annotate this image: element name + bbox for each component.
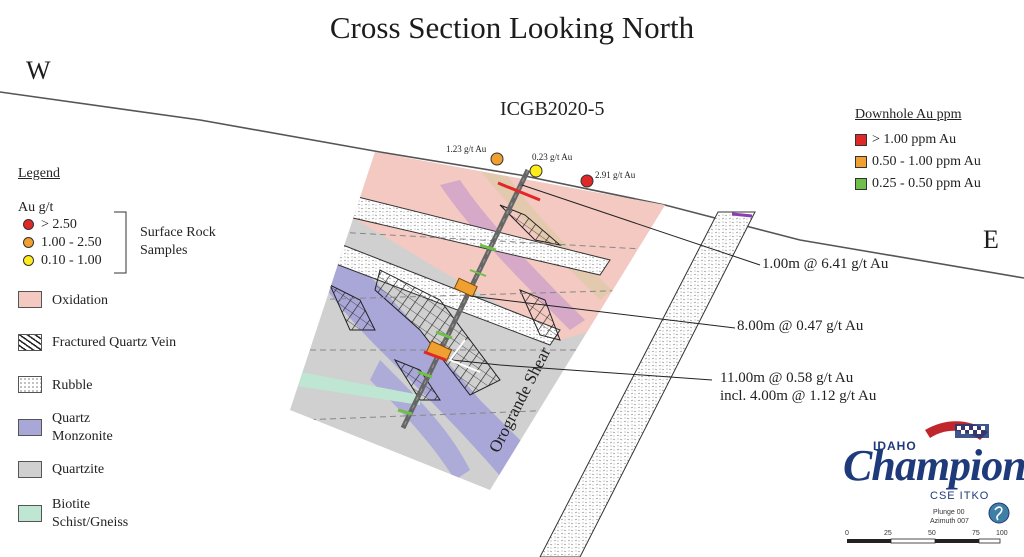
unit-label: Schist/Gneiss [52,515,129,530]
unit-label: Quartzite [52,462,105,477]
downhole-legend-heading: Downhole Au ppm [855,107,962,122]
biotite-schist-unit [290,370,420,405]
surface-sample-label: 0.23 g/t Au [532,152,573,162]
logo-text-main: Champion [843,441,1024,490]
unit-label: Biotite [52,497,91,512]
biotite-schist-swatch [18,505,42,522]
quartz-vein-swatch [18,334,42,351]
logo-text-sub: CSE ITKO [930,490,990,502]
intercept-callout: 8.00m @ 0.47 g/t Au [737,318,864,334]
rubble-swatch [18,376,42,393]
unit-label: Rubble [52,378,93,393]
surface-sample-dot [529,164,543,178]
au-class-label: 0.10 - 1.00 [41,253,102,268]
quartz-monzonite-swatch [18,419,42,436]
compass-icon [988,502,1010,524]
downhole-legend-label: > 1.00 ppm Au [872,132,957,147]
downhole-swatch [855,156,867,168]
scale-bar [847,538,1001,544]
oxidation-swatch [18,291,42,308]
au-class-dot [23,237,34,248]
topography-line [0,91,1024,279]
au-class-label: > 2.50 [41,217,77,232]
downhole-legend-label: 0.25 - 0.50 ppm Au [872,176,981,191]
unit-label: Fractured Quartz Vein [52,335,177,350]
intercept-callout: 11.00m @ 0.58 g/t Au [720,370,854,386]
au-legend-heading: Au g/t [18,200,54,215]
plunge-label: Plunge 00 [933,509,965,516]
intercept-callout-sub: incl. 4.00m @ 1.12 g/t Au [720,388,877,404]
drill-hole-name: ICGB2020-5 [500,98,605,120]
surface-samples-label: Surface Rock [140,225,216,240]
au-class-label: 1.00 - 2.50 [41,235,102,250]
scale-tick-label: 100 [996,530,1008,537]
section-title: Cross Section Looking North [329,10,695,45]
au-class-dot [23,255,34,266]
surface-sample-dot [490,152,504,166]
azimuth-label: Azimuth 007 [930,518,969,525]
downhole-legend-label: 0.50 - 1.00 ppm Au [872,154,981,169]
quartzite-swatch [18,461,42,478]
intercept-callout: 1.00m @ 6.41 g/t Au [762,256,889,272]
scale-tick-label: 25 [884,530,892,537]
unit-label: Oxidation [52,293,108,308]
scale-tick-label: 75 [972,530,980,537]
downhole-swatch [855,178,867,190]
surface-sample-label: 1.23 g/t Au [446,144,487,154]
unit-label: Quartz [52,411,91,426]
downhole-swatch [855,134,867,146]
scale-tick-label: 0 [845,530,849,537]
legend-heading: Legend [18,166,60,181]
west-label: W [26,56,51,85]
logo-text-top: IDAHO [873,439,917,453]
orogrande-shear-zone [539,211,756,557]
east-label: E [983,225,999,254]
unit-label: Monzonite [52,429,113,444]
surface-sample-dot [580,174,594,188]
legend-bracket [114,211,127,274]
surface-samples-label: Samples [140,243,188,258]
au-class-dot [23,219,34,230]
geology-section [290,152,665,490]
surface-sample-label: 2.91 g/t Au [595,170,636,180]
scale-tick-label: 50 [928,530,936,537]
